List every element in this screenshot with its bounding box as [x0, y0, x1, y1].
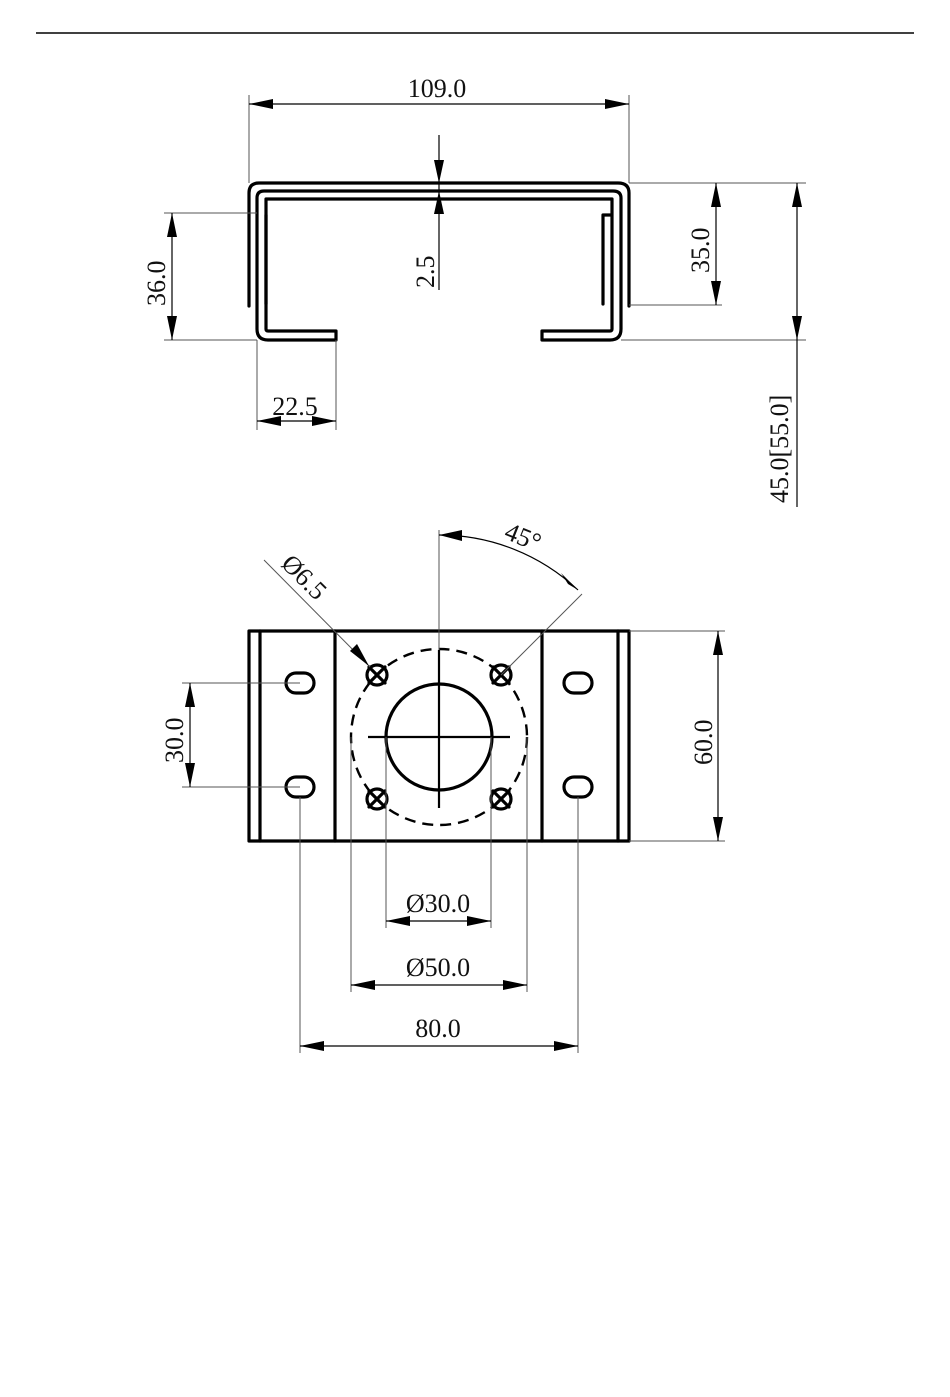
arrow-angle-start [439, 530, 462, 541]
arrow-thickness-bottom [434, 191, 444, 214]
dim-45-label: 45.0[55.0] [765, 395, 794, 503]
dim-hole-label: Ø6.5 [276, 549, 333, 606]
dim-30-label: 30.0 [160, 718, 189, 764]
arrow-hole-leader [350, 644, 369, 666]
bolt-hole-bottom-left [367, 789, 387, 809]
slot-bottom-right [564, 777, 592, 797]
arrow-d50-right [503, 980, 527, 990]
arrow-45-bottom [792, 316, 802, 340]
dim-d30-label: Ø30.0 [406, 889, 470, 918]
arrow-angle-end [561, 573, 578, 590]
dim-60-label: 60.0 [689, 720, 718, 766]
top-view: 45° Ø6.5 30.0 60.0 Ø30.0 Ø50.0 [160, 517, 725, 1053]
arrow-thickness-top [434, 160, 444, 183]
arrow-36-top [167, 213, 177, 237]
bolt-hole-top-left [367, 665, 387, 685]
arrow-35-top [711, 183, 721, 207]
arrow-109-left [249, 99, 273, 109]
arrow-109-right [605, 99, 629, 109]
arrow-45-top [792, 183, 802, 207]
dim-22-label: 22.5 [272, 392, 318, 421]
arrow-60-top [713, 631, 723, 655]
arrow-d50-left [351, 980, 375, 990]
bolt-hole-bottom-right [491, 789, 511, 809]
arrow-35-bottom [711, 281, 721, 305]
dim-angle-label: 45° [501, 517, 546, 558]
dim-thickness-label: 2.5 [411, 256, 440, 289]
arrow-60-bottom [713, 817, 723, 841]
arrow-d30-right [467, 916, 491, 926]
slot-top-right [564, 673, 592, 693]
dim-d50-label: Ø50.0 [406, 953, 470, 982]
arrow-80-right [554, 1041, 578, 1051]
dim-35-label: 35.0 [686, 228, 715, 274]
dim-80-label: 80.0 [415, 1014, 461, 1043]
arrow-30-bottom [185, 763, 195, 787]
arrow-36-bottom [167, 316, 177, 340]
side-view: 109.0 2.5 36.0 35.0 45.0[55.0] 22.5 [142, 74, 806, 507]
arrow-80-left [300, 1041, 324, 1051]
dim-36-label: 36.0 [142, 261, 171, 307]
dim-109-label: 109.0 [408, 74, 467, 103]
arrow-30-top [185, 683, 195, 707]
